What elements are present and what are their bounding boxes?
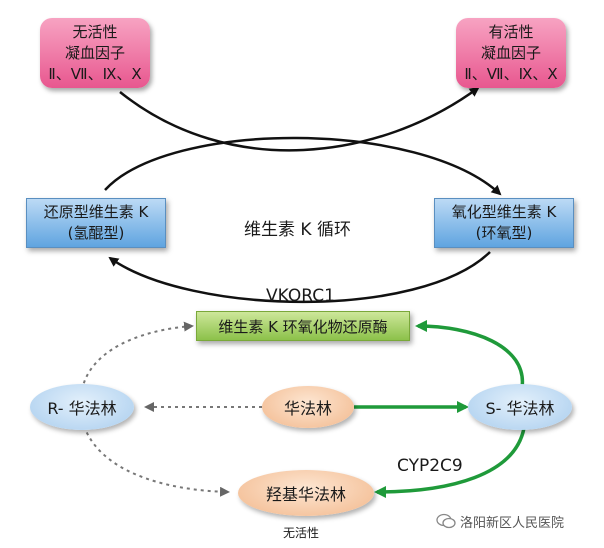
vkorc1-enzyme-box: 维生素 K 环氧化物还原酶 <box>196 311 410 341</box>
reduced-vk-line2: (氢醌型) <box>67 224 125 242</box>
active-factors-line2: 凝血因子 <box>480 43 541 62</box>
r-warfarin-text: R- 华法林 <box>47 399 117 418</box>
s-warfarin-metabolism-arrow <box>374 427 526 498</box>
inactive-metabolite-label: 无活性 <box>283 526 320 540</box>
warfarin-text: 华法林 <box>283 399 332 418</box>
active-factors-box: 有活性 凝血因子 Ⅱ、Ⅶ、Ⅸ、Ⅹ <box>456 18 566 88</box>
oxidized-vitamin-k-box: 氧化型维生素 K (环氧型) <box>434 198 574 248</box>
warfarin-node: 华法林 <box>262 386 354 428</box>
r-warfarin-metabolism-arrow <box>83 425 230 497</box>
oxidized-vk-line2: (环氧型) <box>475 224 533 242</box>
inactive-factors-line2: 凝血因子 <box>64 43 125 62</box>
vkorc1-enzyme-text: 维生素 K 环氧化物还原酶 <box>218 317 388 336</box>
reduced-vitamin-k-box: 还原型维生素 K (氢醌型) <box>26 198 166 248</box>
s-warfarin-node: S- 华法林 <box>468 384 572 430</box>
reduction-arrow <box>108 251 491 304</box>
cyp2c9-label: CYP2C9 <box>397 456 463 476</box>
active-factors-line3: Ⅱ、Ⅶ、Ⅸ、Ⅹ <box>464 64 558 83</box>
activation-arrow <box>119 86 480 152</box>
inactive-factors-box: 无活性 凝血因子 Ⅱ、Ⅶ、Ⅸ、Ⅹ <box>40 18 150 88</box>
s-warfarin-inhibit-arrow <box>415 320 525 389</box>
hydroxy-warfarin-text: 羟基华法林 <box>265 485 346 504</box>
oxidized-vk-line1: 氧化型维生素 K <box>451 203 557 221</box>
inactive-factors-line1: 无活性 <box>72 22 118 41</box>
vkorc1-label: VKORC1 <box>266 286 335 306</box>
s-warfarin-text: S- 华法林 <box>485 399 555 418</box>
oxidation-arrow <box>104 136 502 196</box>
inactive-factors-line3: Ⅱ、Ⅶ、Ⅸ、Ⅹ <box>48 64 142 83</box>
watermark-text: 洛阳新区人民医院 <box>460 516 565 531</box>
r-warfarin-node: R- 华法林 <box>30 384 134 430</box>
active-factors-line1: 有活性 <box>488 22 534 41</box>
reduced-vk-line1: 还原型维生素 K <box>43 203 149 221</box>
hydroxy-warfarin-node: 羟基华法林 <box>238 470 374 516</box>
watermark-chat-icon <box>436 513 456 529</box>
r-warfarin-inhibit-arrow <box>81 321 194 391</box>
cycle-label: 维生素 K 循环 <box>244 220 351 240</box>
